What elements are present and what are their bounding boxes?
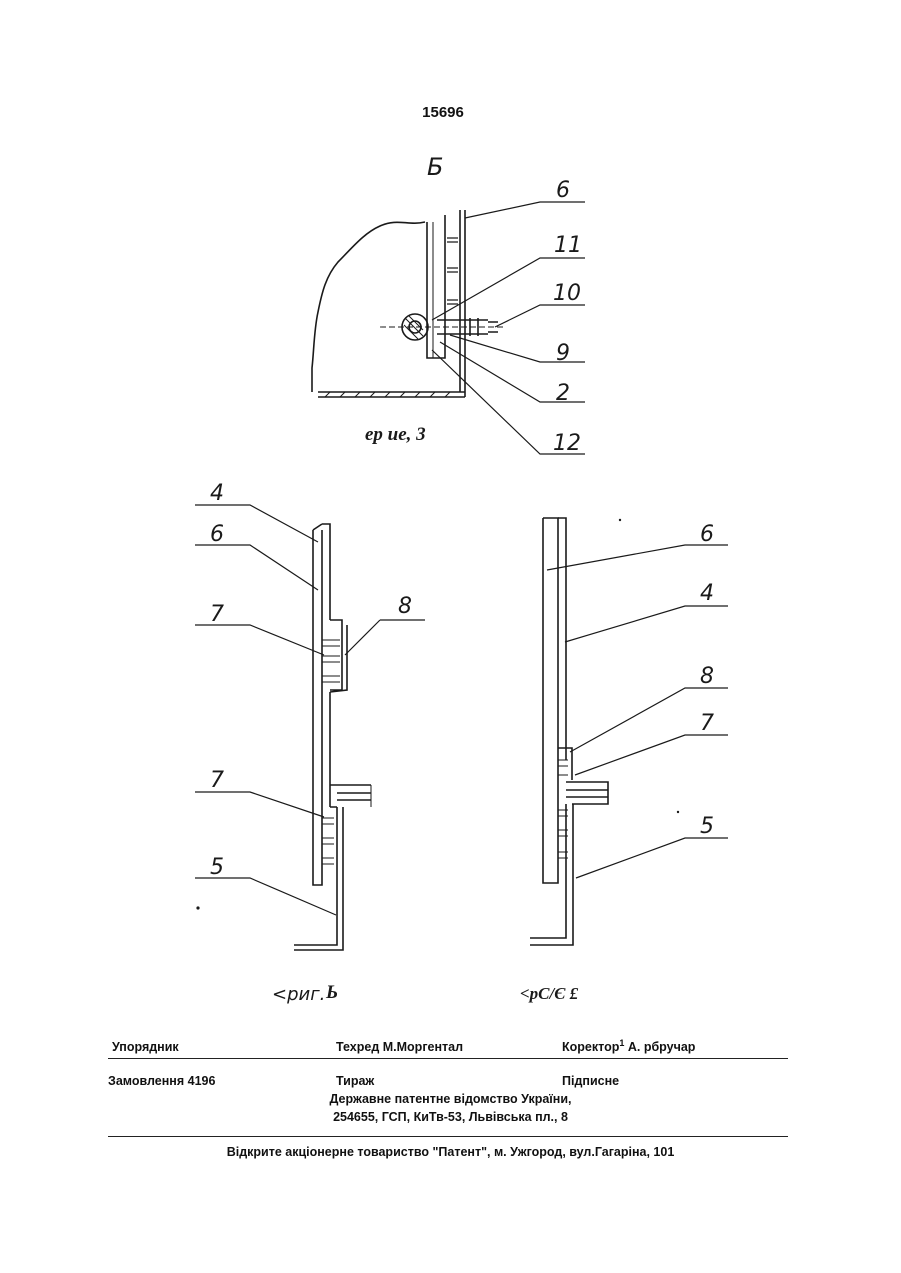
fig4-caption-prefix: <риг. [272, 984, 325, 1005]
footer-subscription: Підписне [562, 1074, 619, 1088]
angle-5 [330, 785, 371, 807]
fig5-callout-7: 7 [700, 711, 714, 736]
footer-corrector: Коректор1 А. рбручар [562, 1038, 695, 1054]
plate-4 [313, 524, 330, 885]
footer-techred: Техред М.Моргентал [336, 1040, 463, 1054]
corrector-name: А. рбручар [628, 1040, 696, 1054]
plate-5 [543, 518, 558, 883]
fig5-callout-4: 4 [700, 581, 714, 606]
footer-circulation: Тираж [336, 1074, 374, 1088]
plate [427, 215, 445, 358]
fig3-callout-10: 10 [553, 281, 581, 306]
fig5-caption: <pC/Є £ [520, 984, 579, 1003]
body-break-line [312, 222, 425, 392]
footer-rule-bottom [108, 1136, 788, 1137]
fig4-caption-suffix: Ь [325, 982, 338, 1003]
fig5-callout-5: 5 [700, 814, 714, 839]
fig3-callout-6: 6 [556, 178, 570, 203]
figure-3-drawing [312, 202, 585, 454]
fig4-callout-7a: 7 [210, 602, 224, 627]
footer-office-line1: Державне патентне відомство України, [0, 1092, 901, 1106]
fig3-callout-11: 11 [554, 233, 582, 258]
fig4-callout-8: 8 [398, 594, 412, 619]
fig5-callout-8: 8 [700, 664, 714, 689]
figure-4-drawing [195, 505, 425, 950]
fig5-callout-6: 6 [700, 522, 714, 547]
leaders-fig4 [195, 505, 425, 915]
fig3-callout-9: 9 [556, 341, 570, 366]
corrector-label: Коректор [562, 1040, 619, 1054]
footer-order: Замовлення 4196 [108, 1074, 215, 1088]
footer-rule-top [108, 1058, 788, 1059]
angle-5b [530, 804, 573, 945]
fig3-caption: ер ие, 3 [365, 424, 426, 445]
fig3-callout-12: 12 [553, 431, 581, 456]
flange-7 [566, 782, 608, 804]
figure-5-drawing [530, 518, 728, 945]
corrector-sup: 1 [619, 1038, 624, 1048]
fig4-callout-4: 4 [210, 481, 224, 506]
footer-compiler: Упорядник [112, 1040, 179, 1054]
fig4-callout-5: 5 [210, 855, 224, 880]
fig4-callout-7b: 7 [210, 768, 224, 793]
fig3-view-label: Б [427, 153, 443, 181]
footer-printer: Відкрите акціонерне товариство "Патент",… [0, 1145, 901, 1159]
fig3-callout-2: 2 [556, 381, 570, 406]
footer-office-line2: 254655, ГСП, КиТв-53, Львівська пл., 8 [0, 1110, 901, 1124]
fig4-callout-6: 6 [210, 522, 224, 547]
